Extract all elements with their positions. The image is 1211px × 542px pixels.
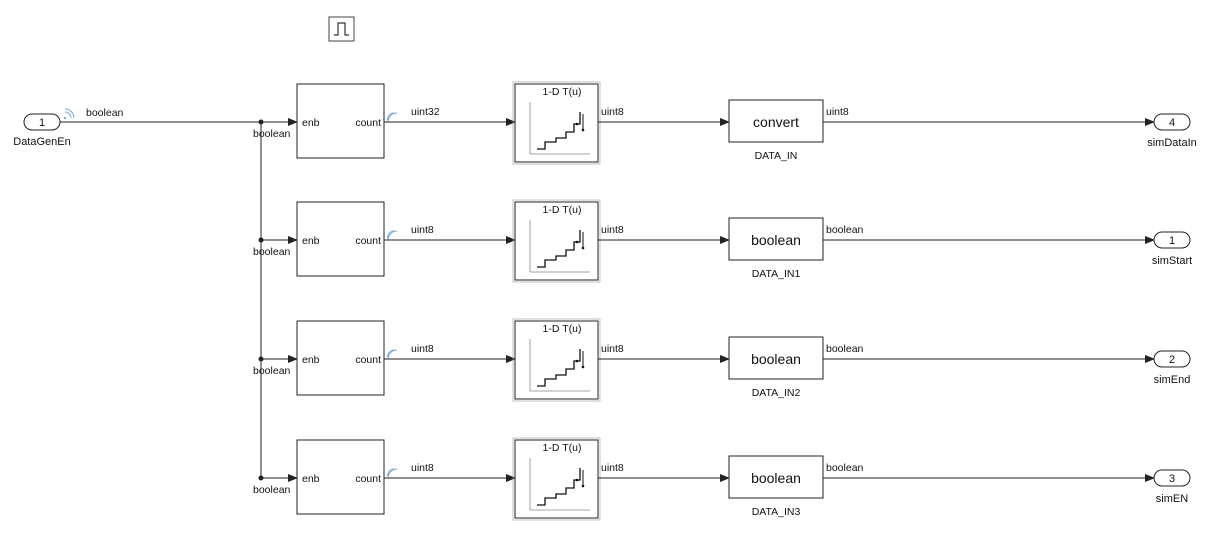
staircase-plot-icon (529, 339, 590, 392)
row-3-convert-name: DATA_IN2 (752, 387, 801, 399)
row-2-lookup-table-block[interactable] (512, 199, 601, 283)
signal-stream-icon (386, 468, 398, 479)
row-3-lookup-out-label: uint8 (601, 343, 624, 355)
row-2-outport-number: 1 (1169, 235, 1175, 247)
inport-number: 1 (39, 117, 45, 129)
row-4-branch-label: boolean (253, 484, 291, 496)
row-1-branch-label: boolean (253, 128, 291, 140)
row-4-convert-block[interactable] (728, 455, 824, 499)
staircase-plot-icon (529, 220, 590, 273)
row-3-convert-block[interactable] (728, 336, 824, 380)
row-1-outport[interactable] (1153, 113, 1191, 131)
row-4-counter-block[interactable] (296, 439, 385, 515)
signal-stream-icon (386, 349, 398, 360)
row-2-convert-text: boolean (751, 232, 801, 248)
row-4-lookup-title: 1-D T(u) (543, 442, 582, 454)
row-3-outport[interactable] (1153, 350, 1191, 368)
signal-stream-icon (386, 230, 398, 241)
row-4-outport-number: 3 (1169, 473, 1175, 485)
row-4-lookup-out-label: uint8 (601, 462, 624, 474)
row-2-lookup-out-label: uint8 (601, 224, 624, 236)
row-1-lookup-title: 1-D T(u) (543, 86, 582, 98)
row-1-convert-text: convert (753, 114, 799, 130)
staircase-plot-icon (529, 458, 590, 511)
row-1-convert-name: DATA_IN (755, 150, 798, 162)
row-3-counter-block[interactable] (296, 320, 385, 396)
row-3-lookup-title: 1-D T(u) (543, 323, 582, 335)
row-1-lookup-out-label: uint8 (601, 106, 624, 118)
row-1-counter-out-label: uint32 (411, 106, 440, 118)
row-1-convert-out-label: uint8 (826, 106, 849, 118)
row-3-convert-text: boolean (751, 351, 801, 367)
row-1-counter-enb-port: enb (302, 117, 320, 129)
row-4-convert-out-label: boolean (826, 462, 864, 474)
row-4-convert-name: DATA_IN3 (752, 506, 801, 518)
row-2-counter-block[interactable] (296, 201, 385, 277)
row-3-counter-count-port: count (355, 354, 381, 366)
row-3-counter-out-label: uint8 (411, 343, 434, 355)
signal-stream-icon (63, 108, 75, 120)
staircase-plot-icon (529, 102, 590, 155)
row-3-outport-number: 2 (1169, 354, 1175, 366)
row-4-outport-name: simEN (1156, 493, 1188, 505)
row-1-outport-number: 4 (1169, 117, 1175, 129)
row-2-outport[interactable] (1153, 231, 1191, 249)
row-1-counter-count-port: count (355, 117, 381, 129)
row-3-outport-name: simEnd (1154, 374, 1191, 386)
row-4-counter-enb-port: enb (302, 473, 320, 485)
row-1-convert-block[interactable] (728, 99, 824, 143)
row-2-branch-label: boolean (253, 246, 291, 258)
row-3-lookup-table-block[interactable] (512, 318, 601, 402)
row-3-counter-enb-port: enb (302, 354, 320, 366)
row-2-convert-block[interactable] (728, 217, 824, 261)
inport-name: DataGenEn (13, 136, 70, 148)
row-2-counter-count-port: count (355, 235, 381, 247)
row-4-counter-count-port: count (355, 473, 381, 485)
row-4-outport[interactable] (1153, 469, 1191, 487)
row-4-lookup-table-block[interactable] (512, 437, 601, 521)
row-2-counter-enb-port: enb (302, 235, 320, 247)
row-2-convert-name: DATA_IN1 (752, 268, 801, 280)
row-2-lookup-title: 1-D T(u) (543, 204, 582, 216)
row-4-counter-out-label: uint8 (411, 462, 434, 474)
signal-stream-icon (386, 112, 398, 123)
row-1-lookup-table-block[interactable] (512, 81, 601, 165)
row-1-counter-block[interactable] (296, 83, 385, 159)
row-1-outport-name: simDataIn (1147, 137, 1197, 149)
inport-datagenen[interactable]: 1 (23, 113, 61, 131)
row-2-convert-out-label: boolean (826, 224, 864, 236)
pulse-icon[interactable] (328, 16, 355, 42)
row-4-convert-text: boolean (751, 470, 801, 486)
row-2-counter-out-label: uint8 (411, 224, 434, 236)
inport-signal-label: boolean (86, 107, 124, 119)
row-3-convert-out-label: boolean (826, 343, 864, 355)
row-2-outport-name: simStart (1152, 255, 1192, 267)
row-3-branch-label: boolean (253, 365, 291, 377)
